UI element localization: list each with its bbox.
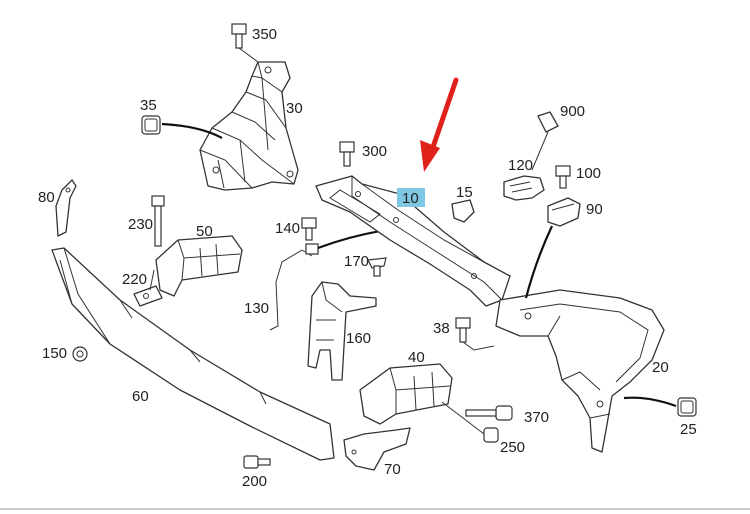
callout-900: 900 [560,103,585,120]
part-20-frame [495,289,665,453]
callout-120: 120 [508,157,533,174]
part-230-bolt [151,195,165,247]
part-170-bolt [367,257,387,277]
part-370-bolt [465,405,513,421]
callout-100: 100 [576,165,601,182]
callout-140: 140 [275,220,300,237]
part-150-clip [72,346,88,362]
part-160-bracket [307,281,377,381]
callout-250: 250 [500,439,525,456]
callout-230: 230 [128,216,153,233]
part-350-bolt [231,23,259,63]
callout-60: 60 [132,388,149,405]
callout-50: 50 [196,223,213,240]
part-220-plate [133,285,163,307]
callout-150: 150 [42,345,67,362]
part-15-clip [451,199,475,223]
part-900-cap [531,111,559,171]
callout-10: 10 [402,190,419,207]
callout-170: 170 [344,253,369,270]
callout-160: 160 [346,330,371,347]
part-100-bolt [555,165,571,189]
part-70-bracket [343,427,411,471]
callout-220: 220 [122,271,147,288]
part-250-bolt [441,401,499,443]
part-38-bolt [455,317,495,351]
callout-40: 40 [408,349,425,366]
part-300-bolt [339,141,355,167]
callout-130: 130 [244,300,269,317]
callout-35: 35 [140,97,157,114]
part-120-clip [503,175,545,201]
part-90-bracket [524,197,581,299]
part-10-crossmember [315,175,511,307]
callout-70: 70 [384,461,401,478]
part-35-clip [141,115,223,139]
callout-90: 90 [586,201,603,218]
part-50-crashbox [155,235,243,297]
callout-200: 200 [242,473,267,490]
part-25-clip [623,396,697,417]
callout-30: 30 [286,100,303,117]
callout-20: 20 [652,359,669,376]
part-40-crashbox [359,363,453,425]
part-60-bumper-beam [51,247,335,461]
highlight-box-10 [397,188,425,207]
part-200-bolt [243,455,271,469]
part-80-bracket [55,179,77,237]
callout-25: 25 [680,421,697,438]
callout-300: 300 [362,143,387,160]
callout-80: 80 [38,189,55,206]
callout-15: 15 [456,184,473,201]
part-30-bracket [199,61,299,191]
callout-350: 350 [252,26,277,43]
part-140-bolt [301,217,317,241]
callout-38: 38 [433,320,450,337]
callout-370: 370 [524,409,549,426]
red-arrow-icon [420,77,459,172]
